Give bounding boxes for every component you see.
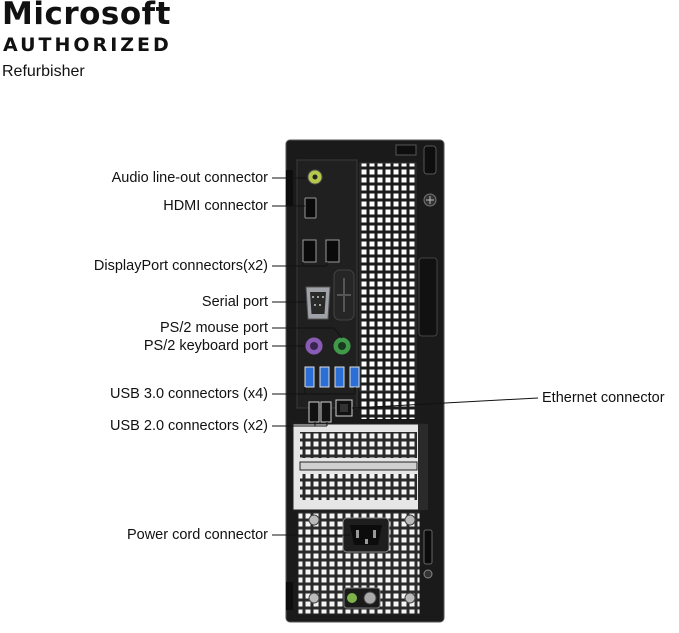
logo-role: Refurbisher <box>2 63 85 80</box>
callout-serial-port: Serial port <box>201 294 268 310</box>
logo-brand: Microsoft <box>2 0 171 32</box>
logo-badge: AUTHORIZED <box>3 34 172 56</box>
top-vent-grille <box>359 162 417 392</box>
callout-ps2-mouse: PS/2 mouse port <box>160 320 268 336</box>
callout-audio-line-out: Audio line-out connector <box>111 170 268 186</box>
callout-displayport: DisplayPort connectors(x2) <box>93 258 268 274</box>
callout-power-cord: Power cord connector <box>126 527 268 543</box>
callout-ps2-keyboard: PS/2 keyboard port <box>143 338 268 354</box>
displayport-2 <box>325 239 340 263</box>
usb2-ports <box>308 401 332 423</box>
leader-lines <box>272 177 539 536</box>
displayport-1 <box>302 239 317 263</box>
callout-usb2: USB 2.0 connectors (x2) <box>110 418 268 434</box>
expansion-slots <box>292 423 428 511</box>
callout-ethernet: Ethernet connector <box>542 390 665 406</box>
callout-usb3: USB 3.0 connectors (x4) <box>110 386 268 402</box>
io-panel <box>296 159 360 423</box>
hdmi-port <box>304 197 317 219</box>
power-supply <box>297 511 434 615</box>
callout-hdmi: HDMI connector <box>163 198 268 214</box>
